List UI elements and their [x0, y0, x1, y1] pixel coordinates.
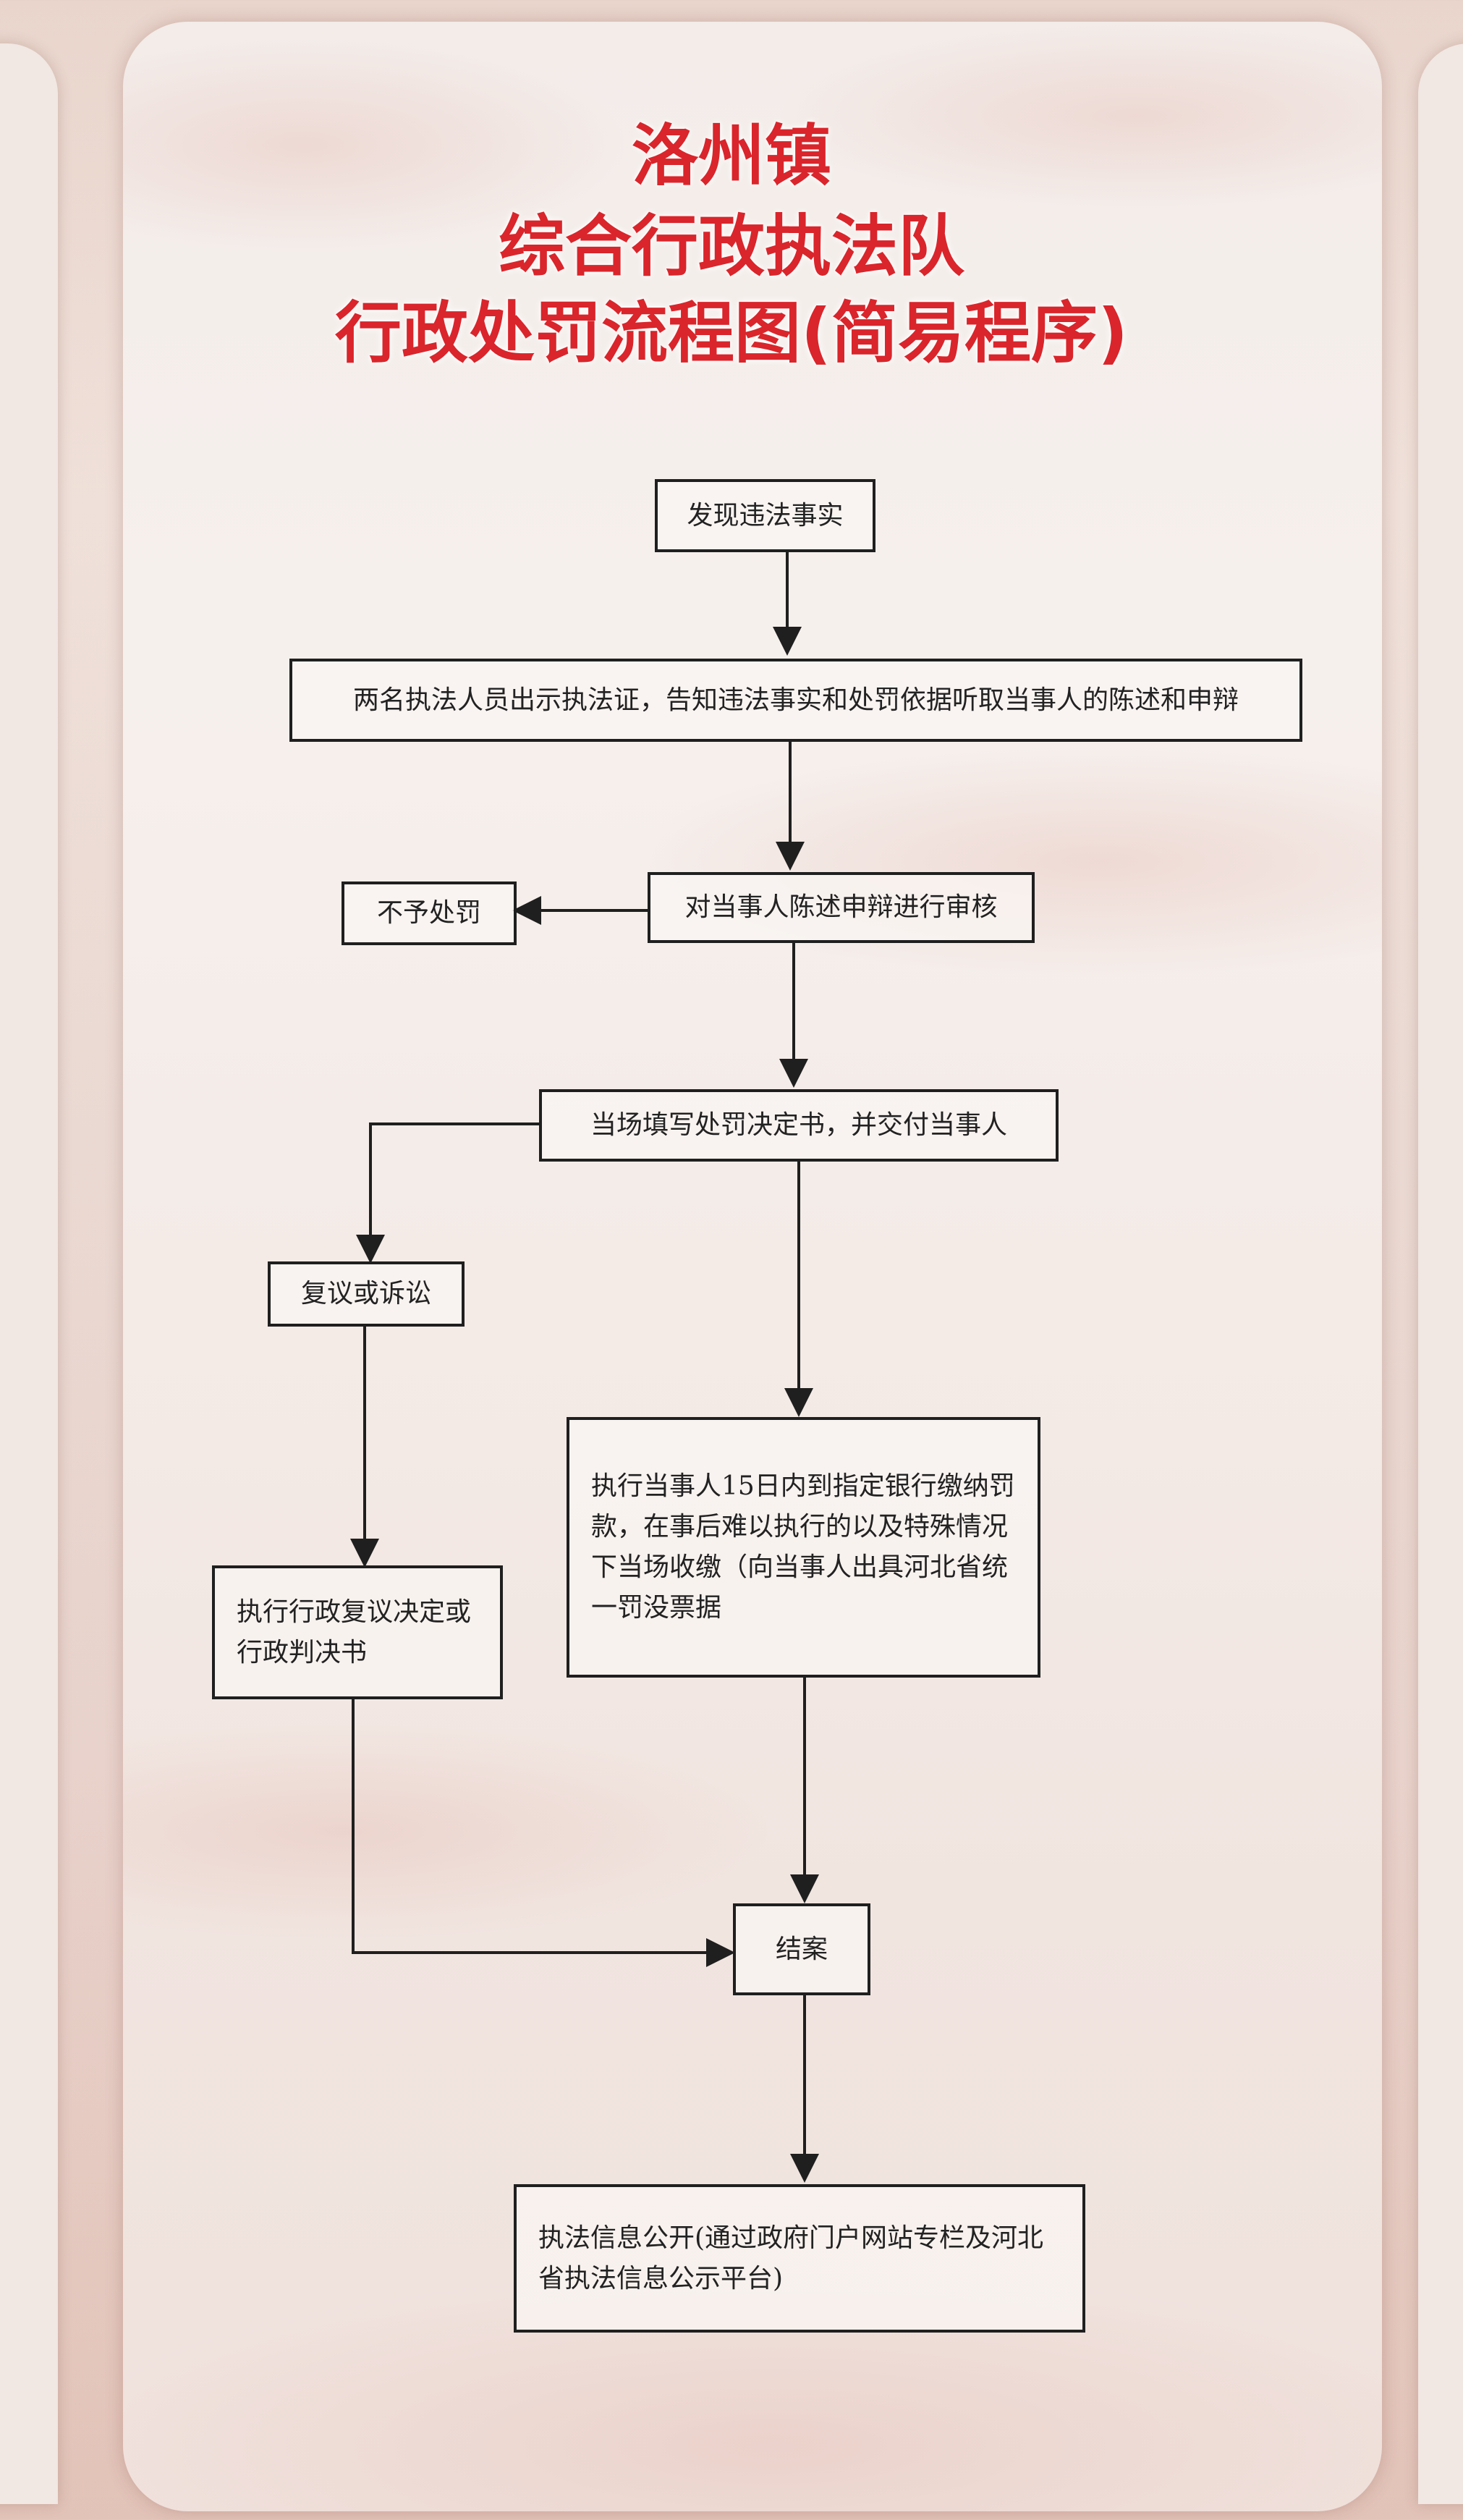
arrow-decision-to-appeal	[356, 1122, 539, 1264]
title-line-2: 综合行政执法队	[498, 208, 964, 285]
node-publish: 执法信息公开(通过政府门户网站专栏及河北省执法信息公示平台)	[514, 2184, 1085, 2333]
node-discover: 发现违法事实	[655, 479, 875, 552]
node-appeal: 复议或诉讼	[268, 1261, 465, 1327]
title-line-3: 行政处罚流程图(简易程序)	[334, 295, 1129, 372]
node-review: 对当事人陈述申辩进行审核	[648, 872, 1035, 943]
node-no-penalty: 不予处罚	[342, 881, 517, 945]
node-close: 结案	[733, 1903, 870, 1995]
node-inform: 两名执法人员出示执法证，告知违法事实和处罚依据听取当事人的陈述和申辩	[289, 659, 1302, 742]
node-decision: 当场填写处罚决定书，并交付当事人	[539, 1089, 1059, 1162]
mist-decoration	[774, 22, 1382, 210]
title-line-1: 洛州镇	[631, 117, 831, 195]
node-payment: 执行当事人15日内到指定银行缴纳罚款，在事后难以执行的以及特殊情况下当场收缴（向…	[567, 1417, 1040, 1678]
mist-decoration	[123, 36, 629, 253]
right-panel-edge	[1418, 43, 1463, 2504]
left-panel-edge	[0, 43, 58, 2504]
node-execute-appeal: 执行行政复议决定或行政判决书	[212, 1565, 503, 1699]
arrow-execute-to-close	[352, 1699, 735, 1967]
